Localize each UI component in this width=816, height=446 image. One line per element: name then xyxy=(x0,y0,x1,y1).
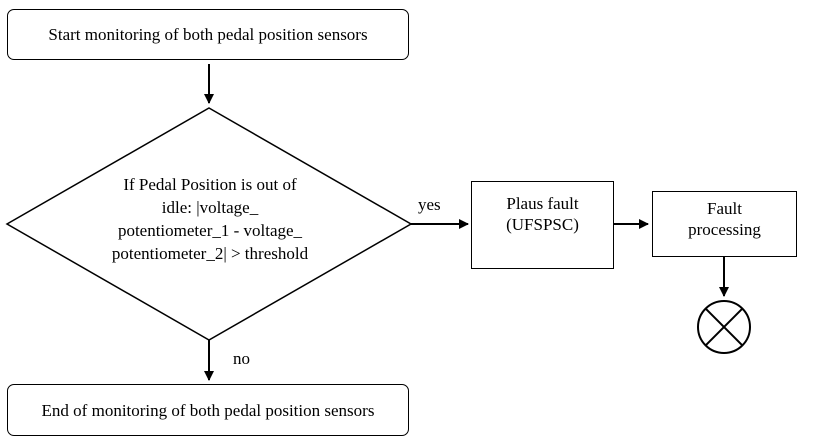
plaus-fault-line-1: Plaus fault xyxy=(506,194,579,213)
plaus-fault-node: Plaus fault (UFSPSC) xyxy=(471,181,614,269)
plaus-fault-line-2: (UFSPSC) xyxy=(506,215,579,234)
decision-line-1: If Pedal Position is out of xyxy=(123,175,297,194)
decision-line-3: potentiometer_1 - voltage_ xyxy=(117,221,303,240)
decision-line-2: idle: |voltage_ xyxy=(161,198,259,217)
end-node-label: End of monitoring of both pedal position… xyxy=(41,400,375,420)
decision-node-label: If Pedal Position is out of idle: |volta… xyxy=(60,173,360,265)
yes-label: yes xyxy=(418,195,441,214)
no-label: no xyxy=(233,349,250,368)
end-node: End of monitoring of both pedal position… xyxy=(7,384,409,436)
decision-line-4: potentiometer_2| > threshold xyxy=(111,244,309,263)
fault-processing-line-2: processing xyxy=(688,220,761,239)
crossed-circle-icon xyxy=(697,300,751,354)
fault-processing-node: Fault processing xyxy=(652,191,797,257)
start-node: Start monitoring of both pedal position … xyxy=(7,9,409,60)
fault-processing-line-1: Fault xyxy=(707,199,742,218)
start-node-label: Start monitoring of both pedal position … xyxy=(48,25,368,44)
